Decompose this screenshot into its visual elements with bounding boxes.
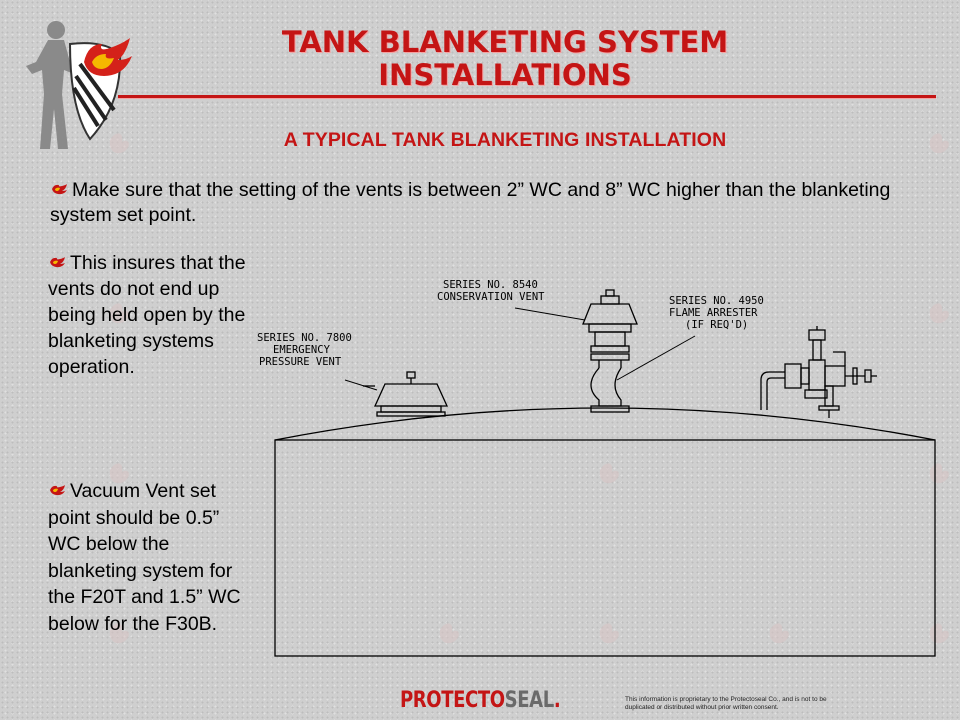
tank-roof [274, 407, 936, 441]
emergency-vent-label-line-1: SERIES NO. 7800 [257, 332, 352, 344]
brand-suffix: . [553, 688, 561, 713]
conservation-vent-icon [582, 289, 638, 413]
conservation-vent-label-line-2: CONSERVATION VENT [437, 291, 545, 303]
emergency-vent-label-line-3: PRESSURE VENT [259, 356, 342, 368]
flame-bullet-icon [50, 485, 65, 496]
page-title: TANK BLANKETING SYSTEM INSTALLATIONS [0, 26, 960, 92]
section-subtitle: A TYPICAL TANK BLANKETING INSTALLATION [283, 129, 727, 151]
flame-bullet-icon [52, 184, 67, 195]
flame-bullet-icon [50, 257, 65, 268]
conservation-vent-label-line-1: SERIES NO. 8540 [443, 279, 538, 291]
tank-body [274, 439, 936, 657]
flame-arrester-label-line-2: FLAME ARRESTER [669, 307, 758, 319]
bullet-paragraph-2: This insures that the vents do not end u… [48, 250, 248, 380]
flame-arrester-label: SERIES NO. 4950 FLAME ARRESTER (IF REQ'D… [669, 295, 764, 331]
tank-installation-diagram: SERIES NO. 7800 EMERGENCY PRESSURE VENT … [257, 279, 936, 657]
bullet-text-2: This insures that the vents do not end u… [48, 252, 246, 378]
brand-part-1: PROTECTO [400, 688, 505, 713]
bullet-paragraph-3: Vacuum Vent set point should be 0.5” WC … [48, 478, 253, 637]
flame-arrester-label-line-1: SERIES NO. 4950 [669, 295, 764, 307]
blanketing-valve-assembly-icon [760, 326, 877, 418]
brand-part-2: SEAL [504, 688, 555, 713]
bullet-text-1: Make sure that the setting of the vents … [50, 179, 891, 226]
conservation-vent-label: SERIES NO. 8540 CONSERVATION VENT [437, 279, 545, 303]
brand-wordmark: PROTECTOSEAL. [400, 688, 561, 713]
bullet-text-3: Vacuum Vent set point should be 0.5” WC … [48, 480, 241, 635]
emergency-vent-label-line-2: EMERGENCY [273, 344, 331, 356]
bullet-paragraph-1: Make sure that the setting of the vents … [50, 178, 940, 228]
title-line-1: TANK BLANKETING SYSTEM [281, 25, 729, 59]
flame-arrester-label-line-3: (IF REQ'D) [685, 319, 748, 331]
title-divider [118, 95, 936, 98]
emergency-vent-label: SERIES NO. 7800 EMERGENCY PRESSURE VENT [257, 332, 352, 368]
company-logo-icon [26, 21, 132, 149]
emergency-vent-icon [373, 371, 449, 417]
proprietary-notice: This information is proprietary to the P… [625, 696, 827, 711]
title-line-2: INSTALLATIONS [378, 58, 632, 92]
